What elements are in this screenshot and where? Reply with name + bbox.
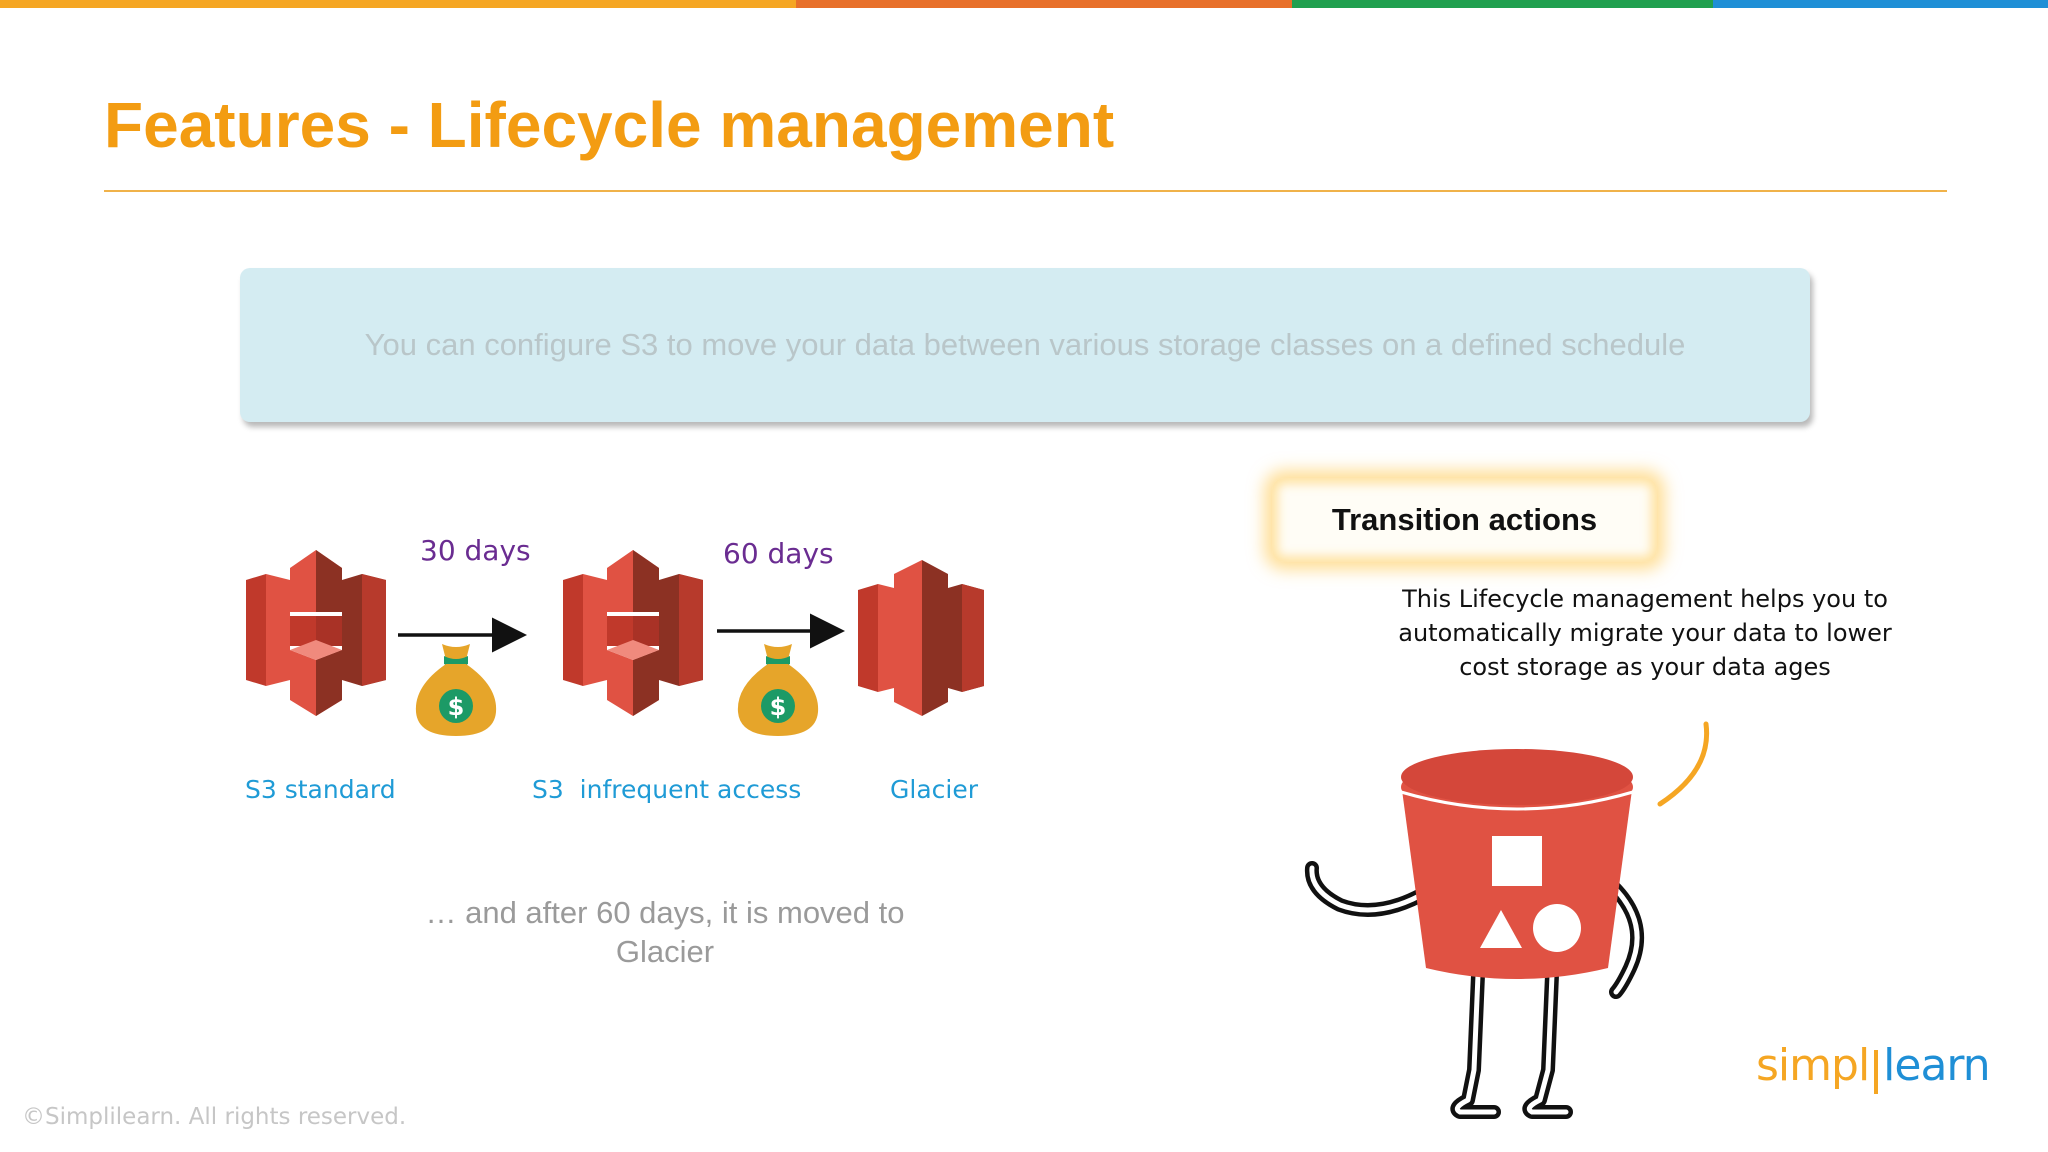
simplilearn-logo: simpl learn [1756, 1040, 1991, 1094]
logo-divider [1874, 1050, 1879, 1094]
transition-label-60-days: 60 days [723, 537, 834, 570]
s3-infrequent-access-icon [563, 550, 703, 716]
top-color-bar [0, 0, 2048, 8]
glacier-note: … and after 60 days, it is moved to Glac… [425, 895, 905, 969]
info-callout: You can configure S3 to move your data b… [240, 268, 1810, 422]
slide-title: Features - Lifecycle management [104, 89, 1115, 161]
top-bar-segment-orange [0, 0, 796, 8]
logo-text-simpl: simpl [1756, 1040, 1870, 1091]
transition-label-30-days: 30 days [420, 534, 531, 567]
svg-text:$: $ [448, 693, 465, 721]
transition-actions-box: Transition actions [1272, 478, 1657, 562]
square-shape [1492, 836, 1542, 886]
label-s3-standard: S3 standard [245, 775, 396, 804]
circle-shape [1533, 904, 1581, 952]
top-bar-segment-blue [1713, 0, 2048, 8]
triangle-shape [1480, 910, 1522, 948]
svg-text:$: $ [770, 693, 787, 721]
top-bar-segment-green [1292, 0, 1713, 8]
label-s3-infrequent-access: S3 infrequent access [532, 775, 802, 804]
transition-description: This Lifecycle management helps you to a… [1398, 585, 1892, 681]
glacier-icon [858, 560, 984, 716]
s3-standard-icon [246, 550, 386, 716]
title-divider [104, 190, 1947, 192]
top-bar-segment-dark-orange [796, 0, 1292, 8]
label-glacier: Glacier [890, 775, 978, 804]
bucket-character-icon [1304, 721, 1710, 1119]
callout-text: You can configure S3 to move your data b… [364, 327, 1686, 362]
money-bag-icon: $ [415, 644, 497, 736]
copyright-notice: ©Simplilearn. All rights reserved. [22, 1104, 407, 1130]
transition-actions-heading: Transition actions [1331, 502, 1598, 537]
money-bag-icon: $ [737, 644, 819, 736]
logo-text-learn: learn [1883, 1040, 1990, 1091]
